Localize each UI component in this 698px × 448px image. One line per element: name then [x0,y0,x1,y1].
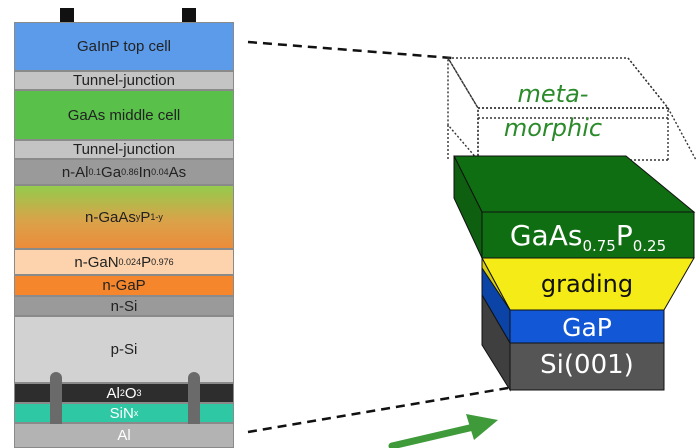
layer-al-back-contact: Al [14,423,234,448]
green-arrow-shaft [388,422,482,448]
metamorphic-label-line1: meta- [517,80,589,108]
gaasp-label: GaAs0.75P0.25 [509,219,667,255]
gaasp-top-face [453,155,696,213]
top-contact-right [182,8,196,24]
rear-contact-via-right [188,372,200,424]
layer-tunnel-junction-2: Tunnel-junction [14,140,234,159]
layer-gaas-middle-cell: GaAs middle cell [14,90,234,140]
green-arrow-head [466,414,498,440]
gap-label: GaP [562,313,612,342]
layer-n-gap: n-GaP [14,275,234,296]
si-front-face [509,342,665,391]
gaasp-front-face [481,211,695,259]
grading-label: grading [540,270,634,298]
solar-cell-stack: GaInP top cell Tunnel-junction GaAs midd… [14,0,234,448]
layer-n-si: n-Si [14,296,234,316]
rear-contact-via-left [50,372,62,424]
metamorphic-wireframe [446,55,697,162]
layer-galnp-top-cell: GaInP top cell [14,22,234,71]
gap-front-face [509,309,665,344]
layer-p-si: p-Si [14,316,234,383]
layer-tunnel-junction-1: Tunnel-junction [14,71,234,90]
si-label: Si(001) [540,350,634,380]
metamorphic-label-line2: morphic [503,114,603,142]
connector-line-top [247,40,453,60]
top-contact-left [60,8,74,24]
